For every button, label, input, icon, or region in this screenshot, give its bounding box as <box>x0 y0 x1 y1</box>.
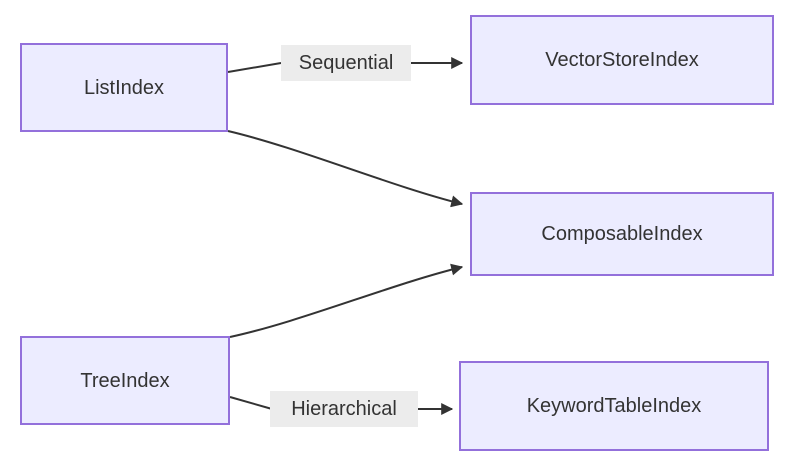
edge-listindex-to-composableindex <box>227 130 464 208</box>
edge-listindex-to-vectorstoreindex-segment-a <box>227 62 282 73</box>
node-keyword-table-index[interactable]: KeywordTableIndex <box>459 361 769 451</box>
node-label-tree-index: TreeIndex <box>80 369 170 392</box>
node-list-index[interactable]: ListIndex <box>20 43 228 132</box>
node-label-vector-store-index: VectorStoreIndex <box>545 49 699 71</box>
node-label-list-index: ListIndex <box>83 76 165 99</box>
edge-label-hierarchical: Hierarchical <box>270 391 418 427</box>
node-label-composable-index: ComposableIndex <box>541 223 703 245</box>
edge-treeindex-to-composableindex <box>229 263 464 338</box>
node-label-keyword-table-index: KeywordTableIndex <box>526 395 702 417</box>
edge-treeindex-to-keywordtableindex-segment-a <box>229 396 273 410</box>
edge-label-sequential: Sequential <box>281 45 411 81</box>
node-composable-index[interactable]: ComposableIndex <box>470 192 774 276</box>
node-tree-index[interactable]: TreeIndex <box>20 336 230 425</box>
node-vector-store-index[interactable]: VectorStoreIndex <box>470 15 774 105</box>
